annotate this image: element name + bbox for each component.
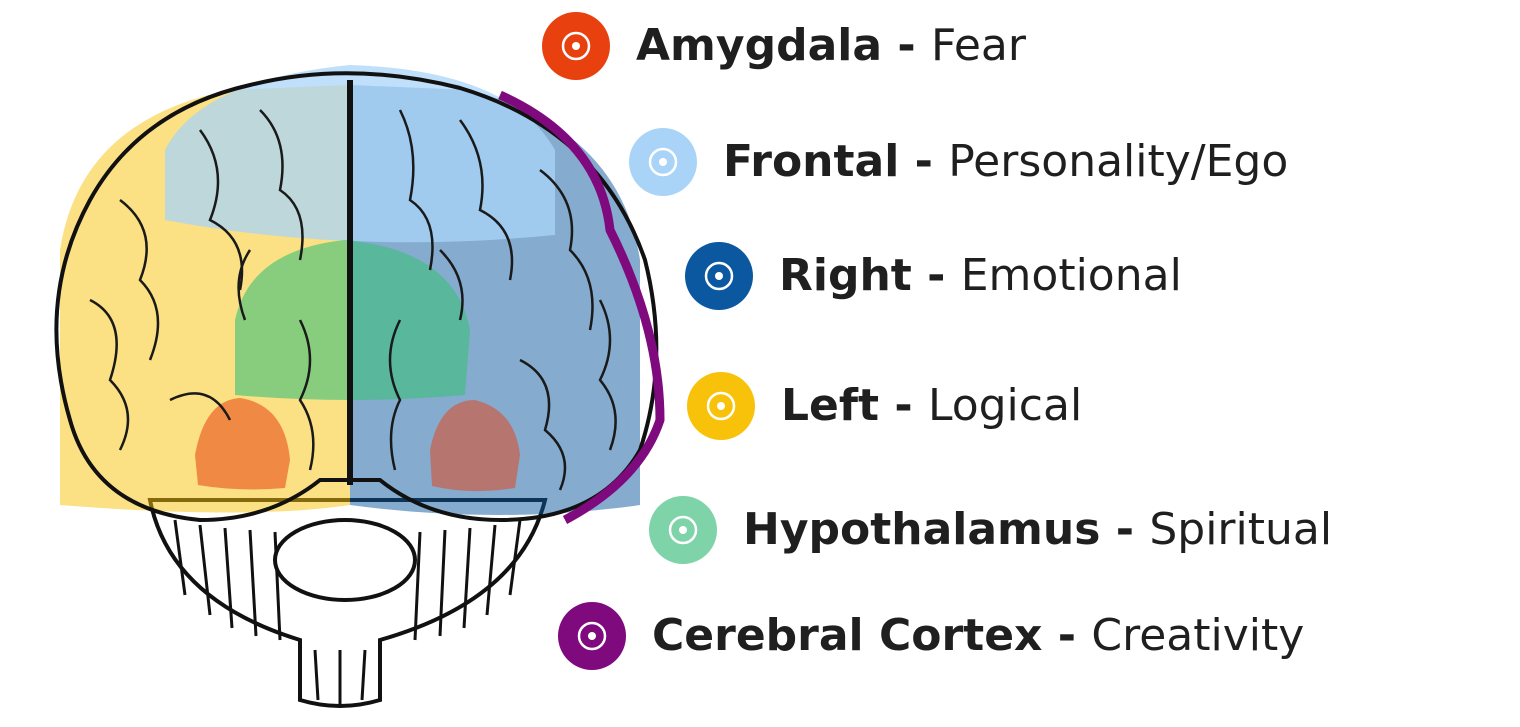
legend-label: Hypothalamus - Spiritual	[743, 504, 1333, 555]
legend-label: Left - Logical	[781, 380, 1083, 431]
target-dot-icon	[649, 496, 717, 564]
target-dot-icon	[685, 242, 753, 310]
legend-label: Frontal - Personality/Ego	[723, 136, 1289, 187]
target-dot-icon	[542, 12, 610, 80]
amygdala-region-left	[195, 398, 290, 490]
target-dot-icon	[687, 372, 755, 440]
legend-label: Right - Emotional	[779, 250, 1182, 301]
legend-label: Amygdala - Fear	[636, 20, 1026, 71]
legend-label: Cerebral Cortex - Creativity	[652, 610, 1305, 661]
brain-outline	[54, 71, 659, 523]
cerebral-cortex-outline	[498, 90, 665, 524]
brainstem	[147, 498, 548, 708]
target-dot-icon	[629, 128, 697, 196]
target-dot-icon	[558, 602, 626, 670]
frontal-region	[165, 65, 555, 243]
amygdala-region-right	[430, 400, 520, 492]
brain-folds	[89, 109, 617, 491]
brain-illustration	[54, 65, 665, 708]
